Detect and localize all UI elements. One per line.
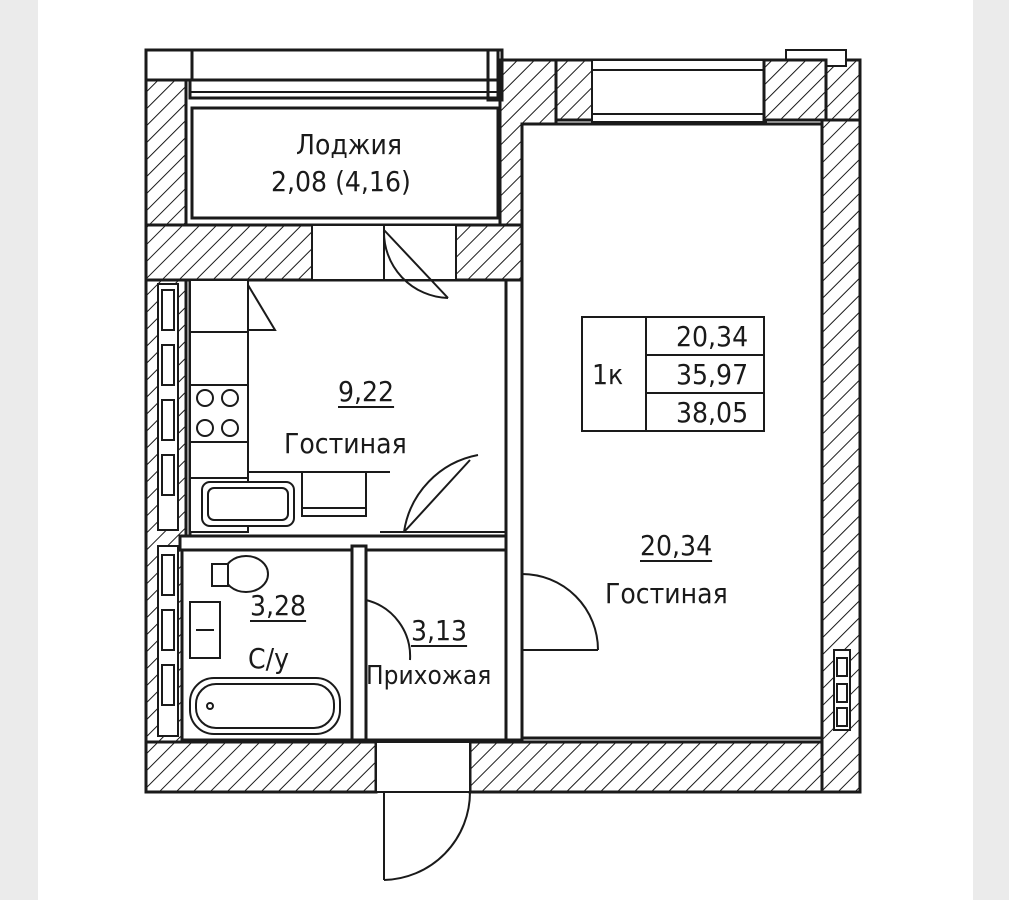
area-summary-table [581, 316, 765, 432]
kitchen-area: 9,22 [338, 375, 395, 408]
bathroom-fixtures [189, 555, 341, 735]
living-door [521, 573, 599, 651]
loggia-door [311, 224, 457, 299]
loggia-area: 2,08 (4,16) [271, 165, 411, 198]
living-window [591, 49, 847, 123]
bathroom-name: С/у [248, 642, 289, 675]
interior-walls [178, 278, 524, 742]
living-name: Гостиная [605, 577, 728, 610]
summary-living-area: 20,34 [676, 320, 749, 353]
bathroom-door [365, 599, 412, 661]
bathroom-area: 3,28 [250, 589, 307, 622]
summary-box: 1к 20,34 35,97 38,05 [582, 317, 764, 431]
hallway-area: 3,13 [411, 614, 468, 647]
right-window [833, 649, 851, 731]
summary-total-area: 35,97 [676, 358, 749, 391]
kitchen-furniture [189, 279, 390, 533]
loggia-name: Лоджия [296, 128, 402, 161]
kitchen-name: Гостиная [284, 427, 407, 460]
kitchen-door [380, 454, 506, 533]
loggia-railing [144, 48, 504, 102]
living-area: 20,34 [640, 529, 713, 562]
left-windows [157, 283, 179, 737]
apartment-type: 1к [592, 358, 624, 391]
hallway-name: Прихожая [366, 661, 492, 691]
entrance-door [375, 741, 471, 881]
summary-total-with-loggia: 38,05 [676, 396, 749, 429]
